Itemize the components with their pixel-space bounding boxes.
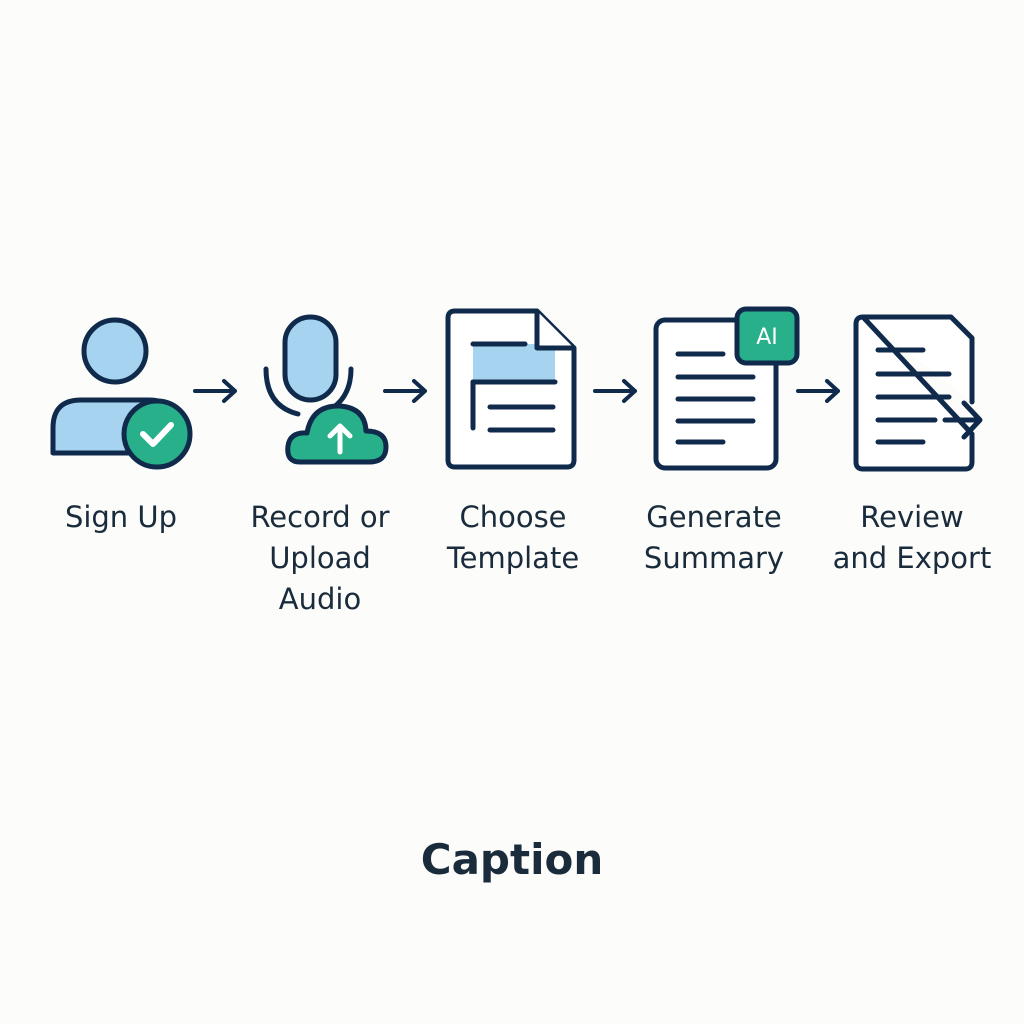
- step-label-generate-summary: Generate Summary: [643, 500, 785, 575]
- arrow-right-icon: [593, 379, 639, 403]
- step-label-sign-up: Sign Up: [64, 500, 178, 534]
- ai-badge: AI: [756, 325, 778, 350]
- user-check-icon: [48, 316, 194, 470]
- template-document-icon: [445, 308, 577, 470]
- step-label-record-upload-audio: Record or Upload Audio: [250, 500, 390, 616]
- step-label-choose-template: Choose Template: [446, 500, 580, 575]
- arrow-right-icon: [796, 379, 842, 403]
- ai-summary-document-icon: AI: [653, 306, 801, 472]
- export-document-icon: [853, 314, 985, 472]
- arrow-right-icon: [193, 379, 239, 403]
- arrow-right-icon: [383, 379, 429, 403]
- microphone-cloud-upload-icon: [262, 314, 392, 468]
- step-label-review-export: Review and Export: [832, 500, 992, 575]
- caption: Caption: [420, 835, 604, 884]
